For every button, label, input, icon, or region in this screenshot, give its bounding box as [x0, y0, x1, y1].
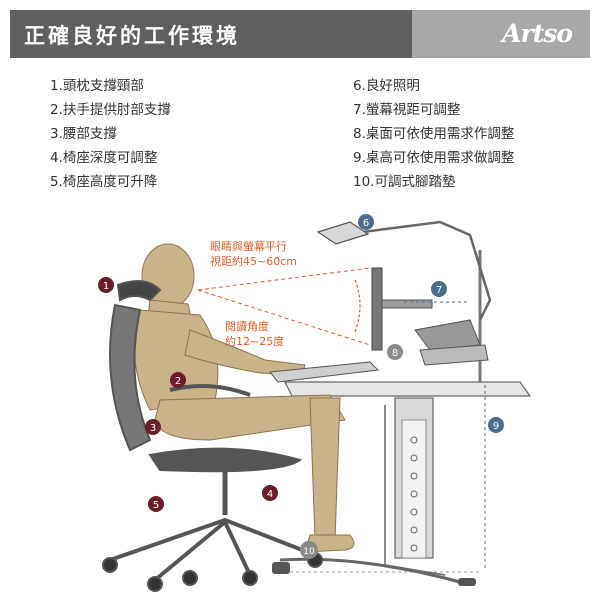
svg-text:8: 8 [392, 348, 398, 359]
svg-text:10: 10 [303, 547, 315, 557]
list-item: 5.椅座高度可升降 [50, 174, 158, 190]
svg-text:7: 7 [436, 285, 442, 296]
annotation-angle-2: 約12~25度 [225, 334, 284, 348]
seated-figure [133, 243, 355, 553]
list-item: 7.螢幕視距可調整 [353, 102, 461, 118]
keyboard [269, 361, 380, 383]
marker-6: 6 [358, 214, 374, 230]
svg-text:3: 3 [150, 423, 156, 434]
marker-8: 8 [387, 344, 403, 360]
list-item: 2.扶手提供肘部支撐 [50, 102, 171, 118]
svg-text:9: 9 [493, 421, 499, 432]
view-line [197, 267, 371, 291]
svg-text:2: 2 [175, 376, 181, 387]
annotation-view-2: 視距約45~60cm [210, 254, 297, 268]
checklist-left: 1.頭枕支撐頸部 2.扶手提供肘部支撐 3.腰部支撐 4.椅座深度可調整 5.椅… [50, 74, 171, 194]
header-brand-panel [412, 10, 590, 58]
desk [272, 381, 532, 586]
list-item: 4.椅座深度可調整 [50, 150, 158, 166]
marker-7: 7 [431, 281, 447, 297]
list-item: 10.可調式腳踏墊 [353, 174, 456, 190]
list-item: 9.桌高可依使用需求做調整 [353, 150, 515, 166]
svg-text:4: 4 [267, 489, 273, 500]
monitor-and-lamp [316, 220, 492, 382]
list-item: 1.頭枕支撐頸部 [50, 78, 144, 94]
marker-10: 10 [300, 541, 318, 559]
marker-3: 3 [145, 419, 161, 435]
reading-angle-line [197, 289, 371, 346]
header-banner: 正確良好的工作環境 Artso [10, 10, 590, 58]
svg-text:1: 1 [103, 281, 109, 292]
office-chair [102, 280, 323, 592]
annotation-view-1: 眼睛與螢幕平行 [210, 239, 287, 253]
lamp-head [316, 221, 370, 245]
brand-logo: Artso [502, 19, 573, 48]
marker-1: 1 [98, 277, 114, 293]
list-item: 3.腰部支撐 [50, 126, 117, 142]
svg-text:5: 5 [153, 500, 159, 511]
svg-text:6: 6 [363, 218, 369, 229]
list-item: 8.桌面可依使用需求作調整 [353, 126, 515, 142]
marker-4: 4 [262, 485, 278, 501]
list-item: 6.良好照明 [353, 78, 420, 94]
marker-5: 5 [148, 496, 164, 512]
marker-2: 2 [170, 372, 186, 388]
marker-9: 9 [488, 417, 504, 433]
page-title: 正確良好的工作環境 [24, 24, 240, 48]
monitor [371, 267, 383, 351]
checklist-right: 6.良好照明 7.螢幕視距可調整 8.桌面可依使用需求作調整 9.桌高可依使用需… [353, 74, 514, 194]
annotation-angle-1: 閱讀角度 [225, 319, 269, 333]
